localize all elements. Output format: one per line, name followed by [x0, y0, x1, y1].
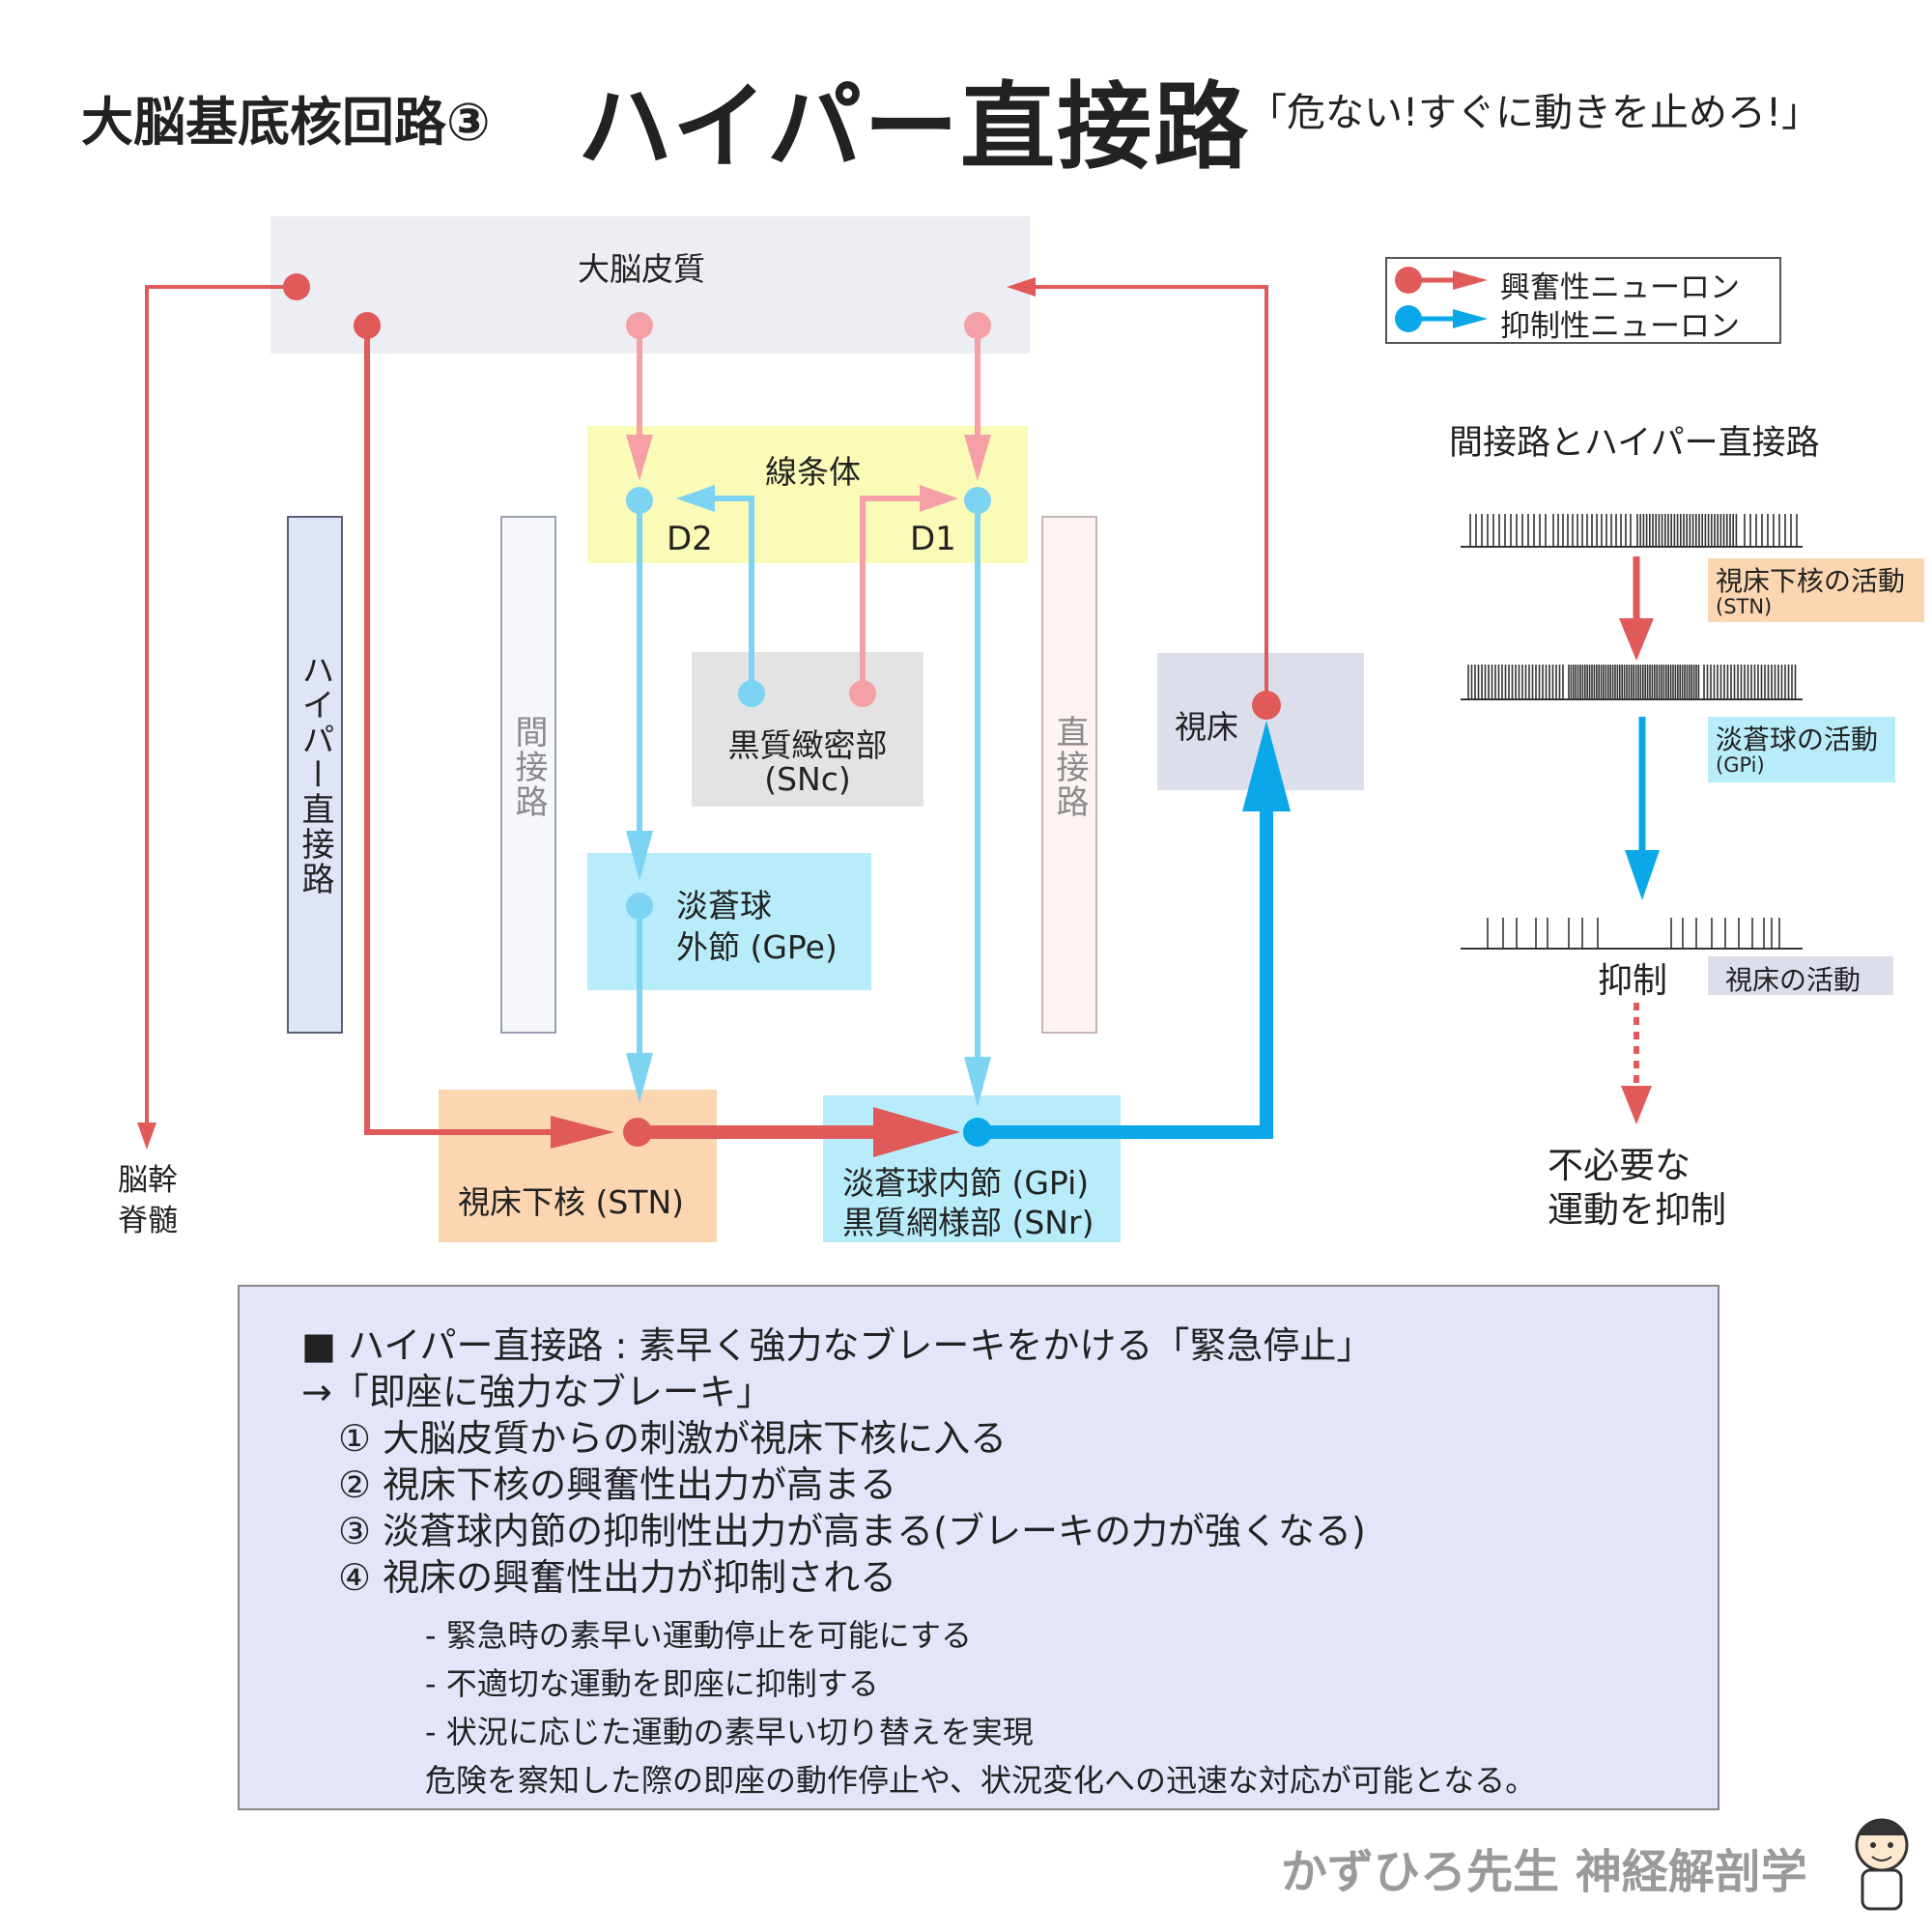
- cortex-to-stn-path: [354, 312, 614, 1149]
- cortex-to-brainstem-path: [137, 273, 310, 1150]
- stn-activity-abbr: (STN): [1716, 595, 1773, 618]
- gpi-neuron: [963, 1118, 992, 1147]
- result-line1: 不必要な: [1548, 1145, 1690, 1186]
- cortex-label: 大脳皮質: [578, 250, 705, 288]
- snc-box: [692, 652, 923, 807]
- d1-to-gpi-path: [964, 487, 991, 1107]
- result-line2: 運動を抑制: [1548, 1189, 1726, 1231]
- spike-train-stn: [1461, 514, 1803, 548]
- legend-excitatory-label: 興奮性ニューロン: [1500, 270, 1740, 305]
- summary-conclusion: 危険を察知した際の即座の動作停止や、状況変化への迅速な対応が可能となる。: [425, 1762, 1537, 1799]
- gpi-activity-tag: [1708, 717, 1895, 782]
- gpi-label-line2: 黒質網様部 (SNr): [842, 1204, 1094, 1241]
- legend: [1385, 257, 1781, 344]
- mascot-icon: [1855, 1818, 1909, 1911]
- summary-heading: ■ ハイパー直接路 : 素早く強力なブレーキをかける「緊急停止」: [301, 1324, 1374, 1367]
- gpi-to-thalamus-path: [963, 721, 1291, 1147]
- stn-box: [439, 1090, 717, 1242]
- gpi-label-line1: 淡蒼球内節 (GPi): [842, 1164, 1090, 1202]
- spike-train-gpi: [1461, 665, 1803, 700]
- summary-arrow-line: →「即座に強力なブレーキ」: [301, 1371, 773, 1413]
- indirect-column: [500, 516, 556, 1034]
- legend-inhibitory-label: 抑制性ニューロン: [1500, 309, 1740, 344]
- d2-label: D2: [667, 520, 713, 558]
- gpe-to-stn-path: [626, 893, 653, 1103]
- snc-label-line2: (SNc): [764, 760, 851, 798]
- d2-neuron: [626, 487, 653, 514]
- thalamus-label: 視床: [1175, 708, 1238, 746]
- indirect-column-label: 間接路: [509, 715, 548, 819]
- striatum-label: 線条体: [765, 453, 861, 491]
- cortex-d2-neuron: [626, 312, 653, 339]
- stn-label: 視床下核 (STN): [458, 1183, 685, 1221]
- snc-inhibitory-neuron: [738, 680, 765, 707]
- snc-to-d1-path: [849, 485, 958, 707]
- gpe-neuron: [626, 893, 653, 920]
- thalamus-activity-tag: [1708, 956, 1893, 995]
- side-panel-heading: 間接路とハイパー直接路: [1449, 424, 1820, 463]
- snc-excitatory-neuron: [849, 680, 876, 707]
- hyperdirect-column: [287, 516, 343, 1034]
- gpe-box: [587, 853, 871, 990]
- title-large: ハイパー直接路: [578, 72, 1251, 183]
- footer-brand: かずひろ先生 神経解剖学: [1281, 1845, 1807, 1899]
- summary-step-2: ② 視床下核の興奮性出力が高まる: [338, 1463, 897, 1506]
- summary-step-4: ④ 視床の興奮性出力が抑制される: [338, 1556, 897, 1599]
- stn-to-gpi-path: [623, 1107, 960, 1157]
- summary-step-3: ③ 淡蒼球内節の抑制性出力が高まる(ブレーキの力が強くなる): [338, 1510, 1366, 1552]
- d1-neuron: [964, 487, 991, 514]
- title-small: 大脳基底核回路③: [81, 92, 491, 153]
- summary-panel: [238, 1285, 1719, 1810]
- thalamus-activity-label: 視床の活動: [1725, 964, 1861, 996]
- summary-bullet-2: - 不適切な運動を即座に抑制する: [425, 1665, 879, 1702]
- brainstem-label-line2: 脊髄: [118, 1204, 178, 1238]
- cortex-to-d2-path: [626, 312, 653, 481]
- suppression-label: 抑制: [1598, 961, 1668, 1001]
- stn-activity-label: 視床下核の活動: [1716, 565, 1906, 597]
- cortex-to-d1-path: [964, 312, 991, 481]
- thalamus-to-cortex-path: [1007, 277, 1281, 720]
- side-arrow-gpi: [1625, 717, 1660, 900]
- spike-train-thalamus: [1461, 918, 1803, 950]
- title-tagline: 「危ない!すぐに動きを止めろ!」: [1248, 91, 1821, 135]
- gpi-activity-label: 淡蒼球の活動: [1716, 724, 1879, 755]
- striatum-box: [587, 426, 1028, 563]
- side-arrow-result: [1621, 1003, 1652, 1124]
- stn-neuron: [623, 1118, 652, 1147]
- cortex-brainstem-neuron: [283, 273, 310, 300]
- summary-bullet-3: - 状況に応じた運動の素早い切り替えを実現: [425, 1714, 1034, 1750]
- summary-step-1: ① 大脳皮質からの刺激が視床下核に入る: [338, 1417, 1008, 1460]
- gpe-label-line1: 淡蒼球: [676, 887, 772, 924]
- thalamus-neuron: [1252, 691, 1281, 720]
- direct-column-label: 直接路: [1050, 715, 1089, 819]
- summary-bullet-1: - 緊急時の素早い運動停止を可能にする: [425, 1617, 973, 1654]
- brainstem-label-line1: 脳幹: [118, 1163, 178, 1198]
- direct-column: [1041, 516, 1097, 1034]
- stn-activity-tag: [1708, 558, 1924, 622]
- gpi-activity-abbr: (GPi): [1716, 753, 1765, 777]
- hyperdirect-column-label: ハイパー直接路: [296, 653, 334, 896]
- d1-label: D1: [910, 520, 956, 558]
- legend-inhibitory-icon: [1395, 305, 1488, 332]
- d2-to-gpe-path: [626, 487, 653, 881]
- cortex-d1-neuron: [964, 312, 991, 339]
- snc-label-line1: 黒質緻密部: [727, 726, 888, 764]
- cortex-hyperdirect-neuron: [354, 312, 381, 339]
- side-arrow-stn: [1619, 556, 1654, 661]
- legend-excitatory-icon: [1395, 267, 1488, 294]
- snc-to-d2-path: [676, 485, 765, 707]
- gpe-label-line2: 外節 (GPe): [676, 928, 838, 966]
